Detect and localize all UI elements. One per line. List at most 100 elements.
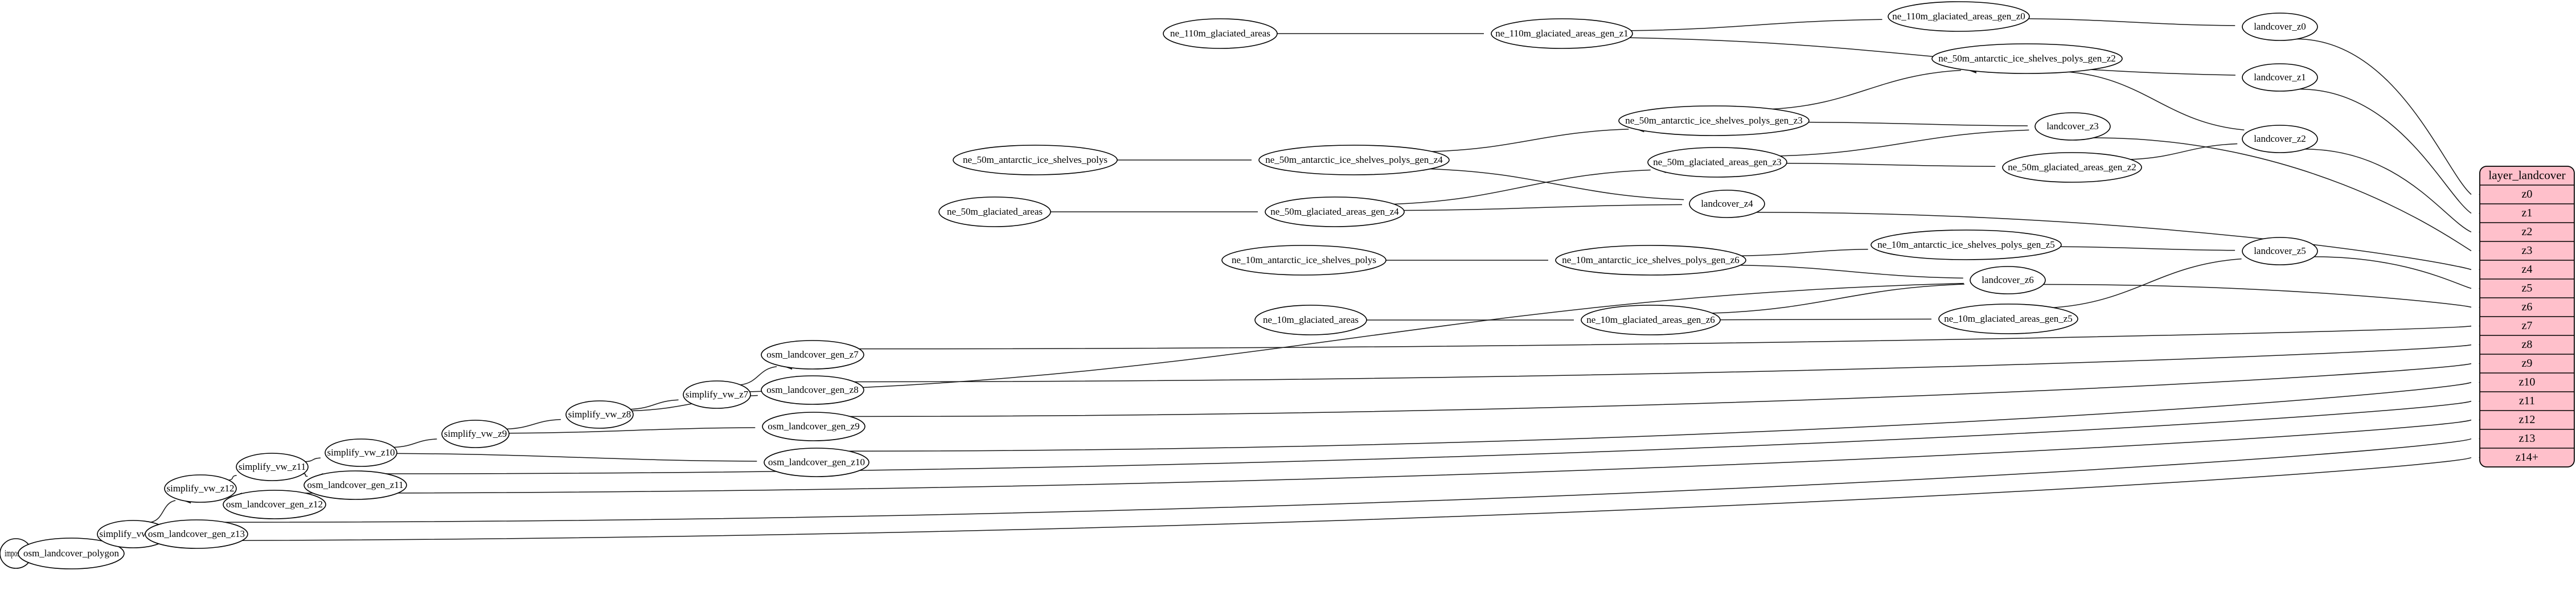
node-label: osm_landcover_gen_z10 bbox=[768, 457, 865, 468]
node-label: ne_50m_antarctic_ice_shelves_polys_gen_z… bbox=[1938, 53, 2116, 64]
graph-node-ne_50m_antarctic_ice_shelves_polys[interactable]: ne_50m_antarctic_ice_shelves_polys bbox=[953, 145, 1118, 175]
edge bbox=[1394, 166, 1666, 205]
graph-node-osm_landcover_gen_z11[interactable]: osm_landcover_gen_z11 bbox=[303, 470, 407, 500]
edge bbox=[2053, 256, 2257, 308]
graph-node-ne_10m_glaciated_areas_gen_z6[interactable]: ne_10m_glaciated_areas_gen_z6 bbox=[1581, 305, 1721, 335]
edge bbox=[1780, 126, 2045, 157]
node-label: landcover_z0 bbox=[2254, 21, 2306, 32]
node-label: osm_landcover_gen_z12 bbox=[226, 499, 323, 510]
graph-node-landcover_z5[interactable]: landcover_z5 bbox=[2242, 237, 2318, 265]
graph-node-ne_50m_glaciated_areas_gen_z2[interactable]: ne_50m_glaciated_areas_gen_z2 bbox=[2002, 152, 2142, 183]
table-row-z9[interactable]: z9 bbox=[2522, 357, 2533, 370]
edge bbox=[1712, 281, 1980, 314]
edge bbox=[1740, 265, 1979, 281]
table-row-z7[interactable]: z7 bbox=[2522, 319, 2533, 332]
graph-node-ne_110m_glaciated_areas_gen_z0[interactable]: ne_110m_glaciated_areas_gen_z0 bbox=[1888, 1, 2030, 32]
table-row-z5[interactable]: z5 bbox=[2522, 282, 2533, 294]
edge bbox=[1741, 246, 1884, 256]
node-label: landcover_z5 bbox=[2254, 245, 2306, 256]
edge bbox=[1117, 157, 1267, 163]
graph-node-landcover_z4[interactable]: landcover_z4 bbox=[1689, 190, 1765, 218]
graph-node-landcover_z6[interactable]: landcover_z6 bbox=[1970, 266, 2046, 294]
graph-node-osm_landcover_gen_z8[interactable]: osm_landcover_gen_z8 bbox=[761, 375, 864, 405]
table-row-z0[interactable]: z0 bbox=[2522, 188, 2533, 200]
table-row-z3[interactable]: z3 bbox=[2522, 244, 2533, 257]
table-row-z12[interactable]: z12 bbox=[2519, 413, 2536, 426]
graph-node-osm_landcover_gen_z9[interactable]: osm_landcover_gen_z9 bbox=[762, 412, 865, 441]
node-label: ne_50m_glaciated_areas_gen_z4 bbox=[1270, 206, 1399, 217]
graph-node-landcover_z3[interactable]: landcover_z3 bbox=[2034, 112, 2111, 141]
node-label: ne_50m_antarctic_ice_shelves_polys_gen_z… bbox=[1625, 115, 1803, 126]
edge bbox=[1430, 168, 1700, 203]
table-row-z4[interactable]: z4 bbox=[2522, 263, 2533, 276]
graph-node-ne_10m_glaciated_areas_gen_z5[interactable]: ne_10m_glaciated_areas_gen_z5 bbox=[1938, 304, 2078, 334]
graph-node-simplify_vw_z7[interactable]: simplify_vw_z7 bbox=[683, 380, 751, 409]
graph-node-osm_landcover_gen_z10[interactable]: osm_landcover_gen_z10 bbox=[764, 448, 869, 477]
edge bbox=[1786, 163, 2011, 170]
edge bbox=[1773, 67, 1976, 110]
edge bbox=[1808, 121, 2044, 129]
table-row-z10[interactable]: z10 bbox=[2519, 376, 2536, 388]
graph-node-landcover_z0[interactable]: landcover_z0 bbox=[2242, 13, 2318, 41]
graph-node-simplify_vw_z11[interactable]: simplify_vw_z11 bbox=[236, 453, 309, 481]
edge bbox=[854, 342, 2487, 383]
edge bbox=[2299, 88, 2487, 216]
graph-node-ne_110m_glaciated_areas_gen_z1[interactable]: ne_110m_glaciated_areas_gen_z1 bbox=[1491, 18, 1633, 49]
table-row-z14+[interactable]: z14+ bbox=[2516, 451, 2538, 464]
table-row-z11[interactable]: z11 bbox=[2519, 395, 2535, 407]
graph-node-landcover_z2[interactable]: landcover_z2 bbox=[2242, 125, 2318, 153]
edge bbox=[305, 417, 2487, 494]
graph-node-ne_10m_glaciated_areas[interactable]: ne_10m_glaciated_areas bbox=[1254, 305, 1367, 335]
graph-node-ne_50m_glaciated_areas_gen_z4[interactable]: ne_50m_glaciated_areas_gen_z4 bbox=[1265, 196, 1405, 227]
graph-node-ne_50m_antarctic_ice_shelves_polys_gen_z2[interactable]: ne_50m_antarctic_ice_shelves_polys_gen_z… bbox=[1931, 43, 2123, 74]
edge bbox=[1756, 212, 2487, 273]
node-label: osm_landcover_gen_z13 bbox=[148, 528, 245, 539]
graph-node-simplify_vw_z8[interactable]: simplify_vw_z8 bbox=[565, 400, 634, 429]
table-row-z6[interactable]: z6 bbox=[2522, 301, 2533, 313]
table-row-z1[interactable]: z1 bbox=[2522, 207, 2533, 219]
graph-node-osm_landcover_gen_z7[interactable]: osm_landcover_gen_z7 bbox=[761, 340, 864, 370]
node-label: osm_landcover_gen_z9 bbox=[768, 421, 859, 432]
edge bbox=[224, 436, 2487, 523]
graph-node-simplify_vw_z10[interactable]: simplify_vw_z10 bbox=[325, 438, 397, 467]
graph-node-ne_10m_antarctic_ice_shelves_polys[interactable]: ne_10m_antarctic_ice_shelves_polys bbox=[1221, 245, 1387, 276]
graph-node-landcover_z1[interactable]: landcover_z1 bbox=[2242, 63, 2318, 92]
graph-node-osm_landcover_gen_z13[interactable]: osm_landcover_gen_z13 bbox=[145, 519, 248, 549]
layer-landcover-table[interactable]: layer_landcoverz0z1z2z3z4z5z6z7z8z9z10z1… bbox=[2479, 166, 2575, 468]
graph-node-ne_10m_antarctic_ice_shelves_polys_gen_z6[interactable]: ne_10m_antarctic_ice_shelves_polys_gen_z… bbox=[1555, 245, 1746, 276]
edge bbox=[2060, 246, 2251, 254]
node-label: simplify_vw_z12 bbox=[167, 483, 235, 494]
edge bbox=[2304, 149, 2487, 235]
graph-node-simplify_vw_z9[interactable]: simplify_vw_z9 bbox=[441, 420, 510, 448]
edge bbox=[2028, 18, 2251, 29]
table-row-z2[interactable]: z2 bbox=[2522, 225, 2533, 238]
graph-node-ne_50m_antarctic_ice_shelves_polys_gen_z4[interactable]: ne_50m_antarctic_ice_shelves_polys_gen_z… bbox=[1258, 145, 1450, 175]
graph-node-ne_50m_glaciated_areas[interactable]: ne_50m_glaciated_areas bbox=[938, 196, 1051, 227]
node-label: ne_50m_antarctic_ice_shelves_polys bbox=[963, 154, 1107, 165]
graph-node-osm_landcover_polygon[interactable]: osm_landcover_polygon bbox=[18, 538, 125, 569]
edge bbox=[396, 453, 773, 465]
node-label: simplify_vw_z7 bbox=[686, 389, 749, 400]
graph-node-ne_10m_antarctic_ice_shelves_polys_gen_z5[interactable]: ne_10m_antarctic_ice_shelves_polys_gen_z… bbox=[1871, 229, 2062, 260]
edge bbox=[508, 424, 771, 434]
nodes-layer: imposm3osm_landcover_polygonsimplify_vw_… bbox=[0, 1, 2318, 569]
node-label: ne_10m_antarctic_ice_shelves_polys bbox=[1232, 255, 1376, 265]
graph-node-simplify_vw_z12[interactable]: simplify_vw_z12 bbox=[164, 474, 237, 503]
graph-node-ne_110m_glaciated_areas[interactable]: ne_110m_glaciated_areas bbox=[1163, 18, 1278, 49]
graph-node-ne_50m_antarctic_ice_shelves_polys_gen_z3[interactable]: ne_50m_antarctic_ice_shelves_polys_gen_z… bbox=[1618, 105, 1810, 136]
graph-node-osm_landcover_gen_z12[interactable]: osm_landcover_gen_z12 bbox=[223, 490, 326, 519]
node-label: ne_110m_glaciated_areas_gen_z0 bbox=[1892, 11, 2025, 22]
node-label: simplify_vw_z10 bbox=[327, 447, 395, 458]
table-row-z13[interactable]: z13 bbox=[2519, 432, 2536, 445]
node-label: simplify_vw_z11 bbox=[239, 461, 306, 472]
edge bbox=[1431, 126, 1644, 152]
node-label: ne_50m_glaciated_areas bbox=[947, 206, 1043, 217]
edge bbox=[2296, 38, 2487, 198]
node-label: landcover_z6 bbox=[1982, 274, 2034, 285]
edge bbox=[850, 360, 2487, 417]
table-row-z8[interactable]: z8 bbox=[2522, 338, 2533, 351]
node-label: ne_50m_glaciated_areas_gen_z2 bbox=[2008, 162, 2136, 173]
edge bbox=[1631, 16, 1898, 31]
graph-node-ne_50m_glaciated_areas_gen_z3[interactable]: ne_50m_glaciated_areas_gen_z3 bbox=[1647, 147, 1787, 178]
